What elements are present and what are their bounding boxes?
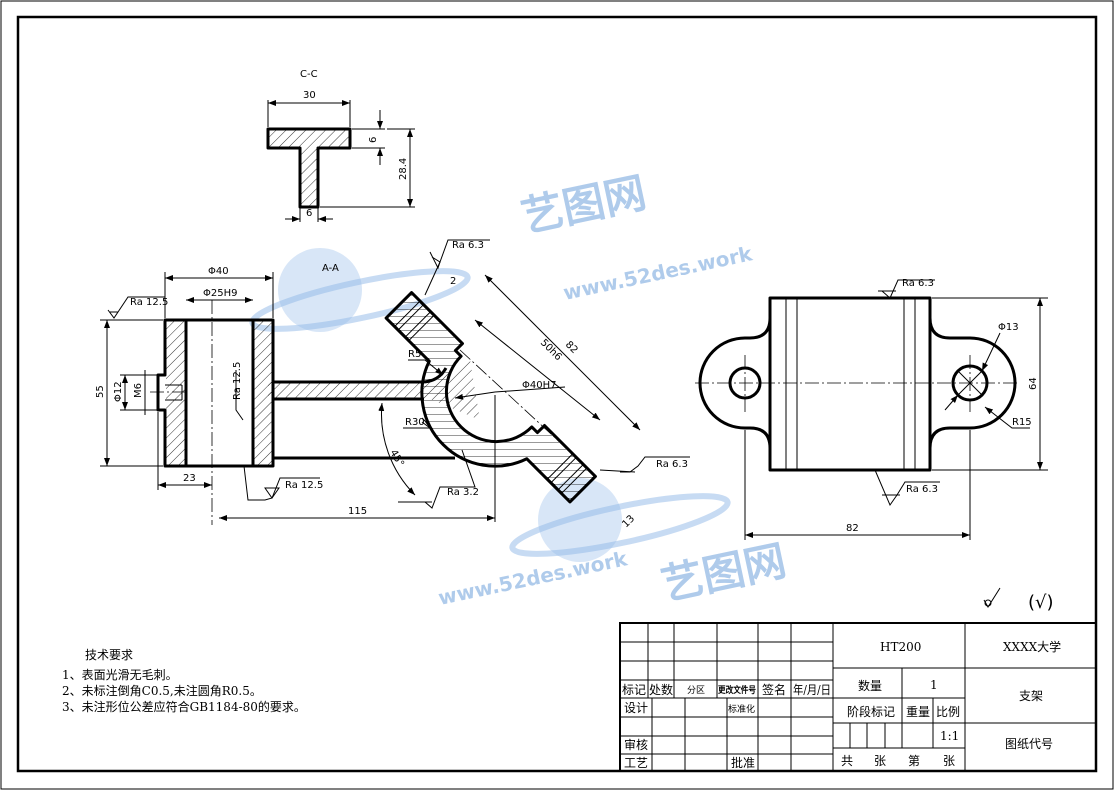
- dim-outer-diameter: Φ40: [208, 266, 229, 277]
- dim-fillet-r5: R5: [408, 349, 421, 360]
- side-view: Φ13 R15 64 82 Ra 6.3 Ra 6.3: [695, 278, 1048, 540]
- qty-label: 数量: [858, 678, 882, 693]
- qty-value: 1: [930, 678, 938, 692]
- technical-requirements: 技术要求 1、表面光滑无毛刺。 2、未标注倒角C0.5,未注圆角R0.5。 3、…: [62, 648, 306, 714]
- role-design: 设计: [624, 701, 648, 715]
- school: XXXX大学: [1003, 639, 1061, 654]
- header-date: 年/月/日: [793, 683, 831, 697]
- sheets-total-label: 共: [841, 754, 853, 768]
- requirement-item: 1、表面光滑无毛刺。: [62, 668, 178, 682]
- role-process: 工艺: [624, 756, 648, 770]
- header-count: 处数: [649, 682, 673, 697]
- roughness-flange-bottom: Ra 6.3: [656, 459, 688, 470]
- general-roughness-paren: (√): [1028, 592, 1054, 613]
- role-review: 审核: [624, 737, 648, 752]
- roughness-side-bottom: Ra 6.3: [906, 484, 938, 495]
- sheet-index-label: 第: [908, 754, 920, 768]
- dim-hub-bore: Φ40H7: [522, 380, 556, 391]
- section-aa: A-A Φ40 Φ25H9 55 Φ12: [95, 239, 690, 530]
- scale-label: 比例: [936, 705, 960, 719]
- title-block-text: 标记 处数 分区 更改文件号 签名 年/月/日 设计 标准化 审核 工艺 批准 …: [622, 639, 1061, 770]
- watermark-bottom: 艺图网 www.52des.work: [436, 478, 790, 610]
- section-cc: C-C 30 6 28.4 6: [266, 69, 415, 222]
- part-name: 支架: [1019, 689, 1043, 703]
- roughness-symbols: Ra 12.5 Ra 12.5 Ra 12.5 Ra 3.2 Ra 6.3 Ra…: [107, 239, 690, 509]
- roughness-arc: Ra 3.2: [447, 487, 479, 498]
- requirement-item: 2、未标注倒角C0.5,未注圆角R0.5。: [62, 683, 262, 698]
- dim-width: 30: [303, 90, 316, 101]
- sheet-unit: 张: [943, 754, 955, 768]
- dim-radius-r30: R30: [405, 417, 425, 428]
- header-signature: 签名: [762, 682, 786, 697]
- dim-flange-thickness: 6: [368, 137, 379, 143]
- dim-tube-length: 55: [95, 385, 106, 398]
- watermark-top-cn: 艺图网: [517, 168, 650, 242]
- roughness-side-top: Ra 6.3: [902, 278, 934, 289]
- header-zone: 分区: [687, 685, 705, 696]
- watermark-top: 艺图网 www.52des.work: [249, 168, 755, 332]
- watermark-top-url: www.52des.work: [561, 241, 755, 305]
- roughness-flange-top: Ra 6.3: [452, 240, 484, 251]
- dim-center-distance: 115: [348, 506, 367, 517]
- dim-step: 2: [450, 276, 456, 287]
- dim-boss-diameter: Φ12: [113, 381, 124, 402]
- dim-lug-thickness: 13: [620, 513, 637, 530]
- scale-value: 1:1: [940, 729, 959, 743]
- requirement-item: 3、未注形位公差应符合GB1184-80的要求。: [62, 699, 306, 714]
- weight-label: 重量: [906, 705, 930, 719]
- dim-thread: M6: [133, 383, 144, 398]
- stage-label: 阶段标记: [847, 704, 895, 719]
- dim-boss-offset: 23: [183, 473, 196, 484]
- material: HT200: [880, 640, 921, 654]
- roughness-top-left: Ra 12.5: [130, 297, 168, 308]
- general-roughness: (√): [983, 587, 1054, 613]
- dim-body-height: 64: [1028, 377, 1039, 390]
- dim-hub-width: 50h6: [538, 337, 564, 363]
- role-approve: 批准: [731, 755, 755, 770]
- dim-ear-radius: R15: [1012, 417, 1032, 428]
- dim-hole-distance: 82: [846, 523, 859, 534]
- watermark-bottom-cn: 艺图网: [657, 536, 790, 610]
- title-block: [619, 622, 1097, 772]
- drawing-number: 图纸代号: [1005, 737, 1053, 751]
- header-change-doc: 更改文件号: [718, 684, 756, 696]
- roughness-bottom: Ra 12.5: [285, 480, 323, 491]
- sheets-unit: 张: [874, 754, 886, 768]
- dim-bore-diameter: Φ25H9: [203, 288, 237, 299]
- dim-height: 28.4: [398, 158, 409, 180]
- section-cc-title: C-C: [300, 69, 318, 80]
- header-mark: 标记: [622, 683, 646, 697]
- roughness-bore: Ra 12.5: [232, 362, 243, 400]
- requirements-title: 技术要求: [85, 648, 133, 662]
- dim-stem-width: 6: [306, 208, 312, 219]
- role-standard: 标准化: [728, 703, 755, 715]
- dim-hole-diameter: Φ13: [998, 322, 1019, 333]
- dim-flange-length: 82: [563, 339, 580, 356]
- inner-frame: [16, 15, 1098, 773]
- roughness-check-icon: [983, 587, 1001, 608]
- section-aa-title: A-A: [322, 263, 339, 274]
